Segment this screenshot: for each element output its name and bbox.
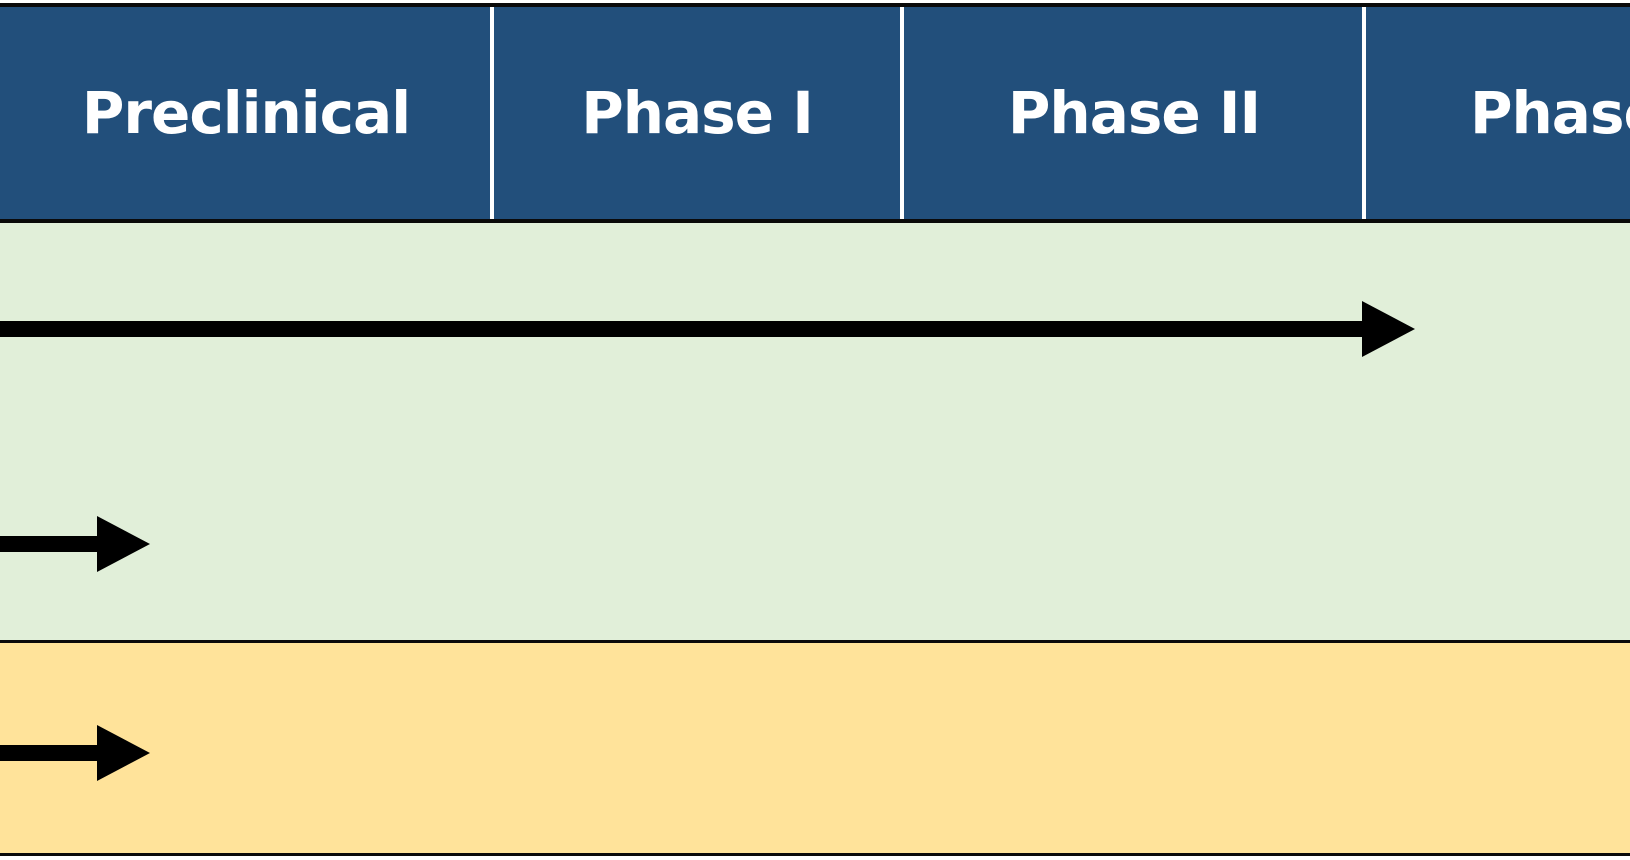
phase-divider [490,7,494,219]
phase-divider [900,7,904,219]
progress-arrow-short [0,516,150,572]
row-band-yellow [0,643,1630,856]
phase-label-phase-1: Phase I [581,79,814,147]
phase-header-preclinical: Preclinical [0,7,492,219]
phase-header: Preclinical Phase I Phase II Phase [0,3,1630,223]
phase-label-phase-2: Phase II [1007,79,1261,147]
phase-header-phase-2: Phase II [904,7,1364,219]
phase-header-phase-1: Phase I [494,7,900,219]
phase-label-preclinical: Preclinical [81,79,411,147]
progress-arrow-short [0,725,150,781]
progress-arrow-long [0,301,1415,357]
phase-label-phase-3: Phase [1470,79,1630,147]
phase-divider [1362,7,1366,219]
row-band-green [0,223,1630,643]
phase-header-phase-3: Phase [1366,7,1630,219]
